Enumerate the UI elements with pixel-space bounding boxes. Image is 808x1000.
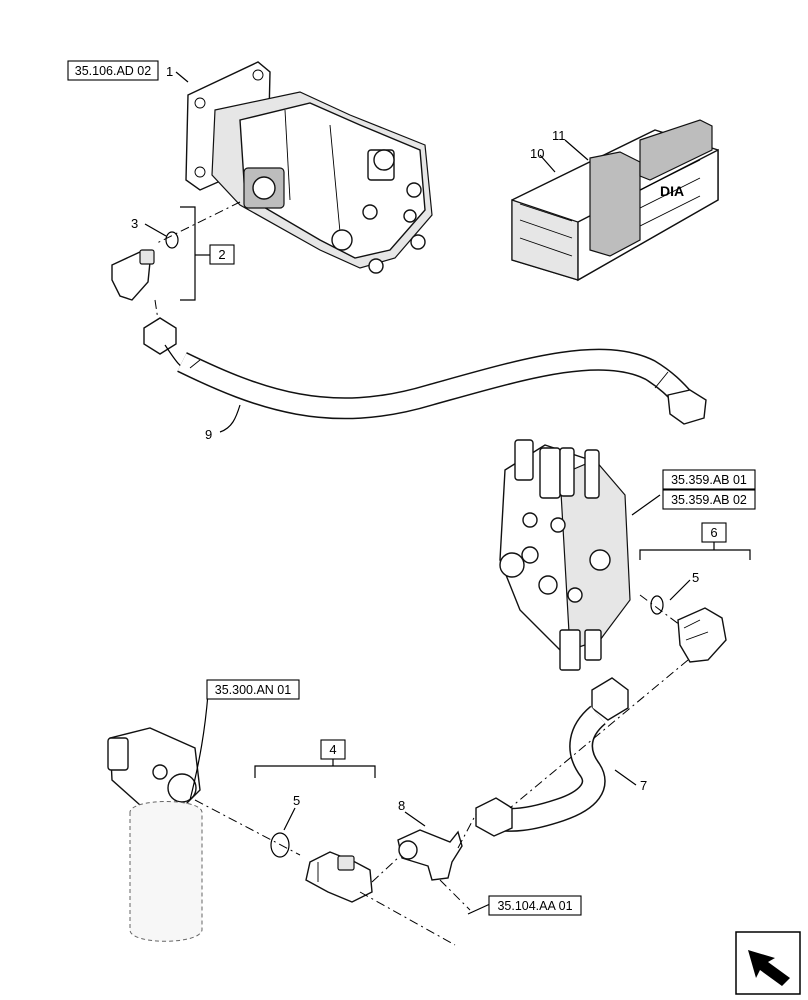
callout-5-upper: 5 xyxy=(692,570,699,585)
hydraulic-pump[interactable] xyxy=(185,61,433,274)
callout-5-lower: 5 xyxy=(293,793,300,808)
ref-label-filter: 35.300.AN 01 xyxy=(215,683,291,697)
callout-1: 1 xyxy=(166,64,173,79)
kit-label-6: 6 xyxy=(710,525,717,540)
hose-assembly-item-7[interactable] xyxy=(475,677,629,837)
ref-box-valve-2[interactable]: 35.359.AB 02 xyxy=(662,489,756,510)
filter-head[interactable] xyxy=(107,727,201,811)
crate-brand-label: DIA xyxy=(660,183,684,199)
kit-box-4[interactable]: 4 xyxy=(320,739,346,760)
tee-fitting-lower[interactable] xyxy=(305,851,373,903)
callout-7: 7 xyxy=(640,778,647,793)
ref-box-valve-1[interactable]: 35.359.AB 01 xyxy=(662,469,756,490)
arrow-navigation-icon[interactable] xyxy=(735,931,801,995)
callout-10: 10 xyxy=(530,146,544,161)
ref-box-line[interactable]: 35.104.AA 01 xyxy=(488,895,582,916)
kit-label-2: 2 xyxy=(218,247,225,262)
kit-label-4: 4 xyxy=(329,742,336,757)
callout-3: 3 xyxy=(131,216,138,231)
ref-label-pump: 35.106.AD 02 xyxy=(75,64,151,78)
callout-8: 8 xyxy=(398,798,405,813)
elbow-fitting-upper[interactable] xyxy=(677,607,727,663)
control-valve[interactable] xyxy=(499,439,631,671)
tee-fitting-item-8[interactable] xyxy=(397,829,463,881)
kit-box-6[interactable]: 6 xyxy=(701,522,727,543)
kit-box-2[interactable]: 2 xyxy=(209,244,235,265)
shipping-crate[interactable]: DIA xyxy=(511,119,719,282)
o-ring-item-5-lower[interactable] xyxy=(270,832,290,858)
ref-box-filter[interactable]: 35.300.AN 01 xyxy=(206,679,300,700)
ref-label-line: 35.104.AA 01 xyxy=(497,899,572,913)
o-ring-item-5-upper[interactable] xyxy=(650,595,664,615)
ref-box-pump[interactable]: 35.106.AD 02 xyxy=(67,60,159,81)
o-ring-item-3[interactable] xyxy=(165,231,179,249)
ref-label-valve-1: 35.359.AB 01 xyxy=(671,473,747,487)
filter-canister[interactable] xyxy=(129,801,203,942)
callout-11: 11 xyxy=(552,128,566,143)
hose-assembly[interactable] xyxy=(111,249,707,425)
callout-9: 9 xyxy=(205,427,212,442)
ref-label-valve-2: 35.359.AB 02 xyxy=(671,493,747,507)
